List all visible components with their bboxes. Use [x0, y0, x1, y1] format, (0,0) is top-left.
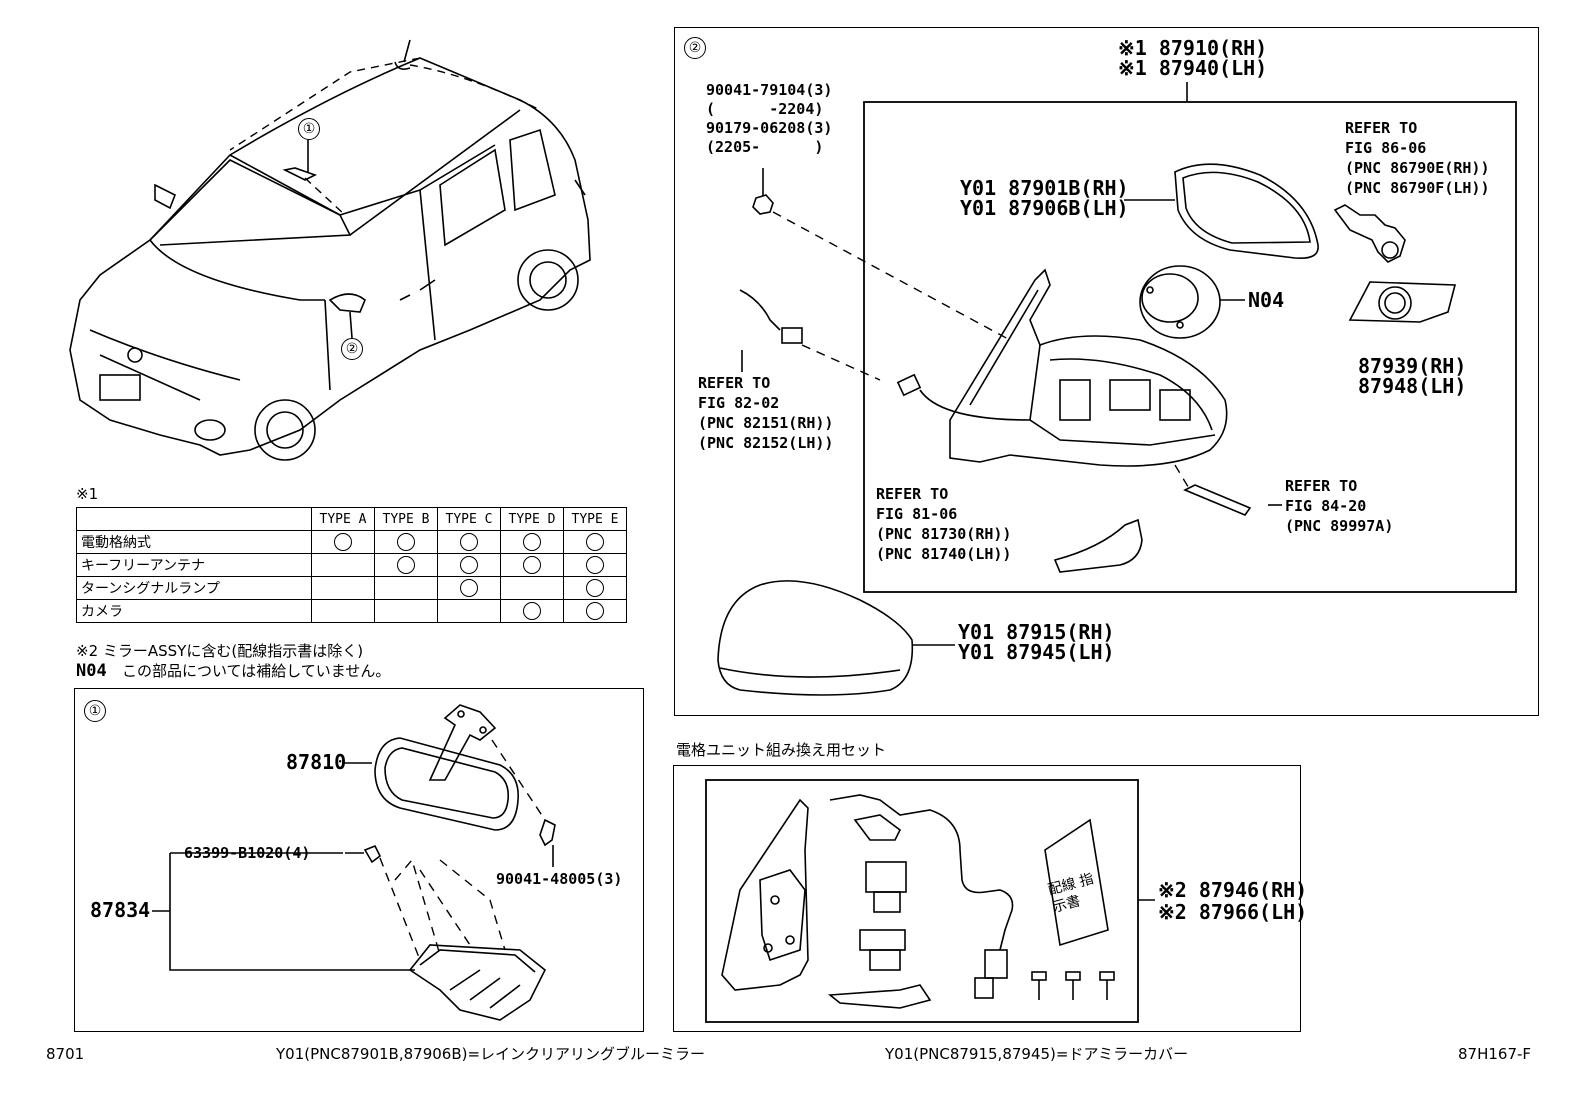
refer-81-line4: (PNC 81740(LH))	[876, 545, 1012, 563]
row-label: ターンシグナルランプ	[76, 576, 312, 600]
glass-lh-label: Y01 87906B(LH)	[960, 196, 1129, 220]
row-label: カメラ	[76, 599, 312, 623]
table-ref-label: ※1	[76, 485, 99, 503]
car-illustration	[69, 39, 591, 461]
header-type-d: TYPE D	[500, 507, 564, 531]
cover-87834-label: 87834	[90, 898, 151, 922]
set-panel-frame	[673, 765, 1301, 1032]
screw-label: 90041-48005(3)	[496, 870, 623, 888]
set-rh-label: ※2 87946(RH)	[1158, 878, 1308, 902]
availability-mark	[523, 556, 541, 574]
refer-82-line1: REFER TO	[698, 374, 771, 392]
n04-note: この部品については補給していません。	[122, 662, 391, 680]
availability-mark	[397, 556, 415, 574]
footer-note-b: Y01(PNC87915,87945)=ドアミラーカバー	[885, 1045, 1189, 1063]
header-type-c: TYPE C	[437, 507, 501, 531]
refer-84-line3: (PNC 89997A)	[1285, 517, 1394, 535]
assy-lh-label: ※1 87940(LH)	[1118, 56, 1268, 80]
panel-1-frame	[74, 688, 644, 1032]
mirror-glass-shape	[1174, 163, 1319, 260]
availability-mark	[460, 533, 478, 551]
availability-mark	[586, 602, 604, 620]
callout-2-car: ②	[341, 338, 363, 360]
refer-86-line1: REFER TO	[1345, 119, 1418, 137]
cover-lh-label: Y01 87945(LH)	[958, 640, 1115, 664]
part-87939-label: 87939(RH)	[1358, 354, 1467, 378]
n04-motor-label: N04	[1248, 288, 1285, 312]
availability-mark	[334, 533, 352, 551]
header-type-e: TYPE E	[563, 507, 627, 531]
assy-rh-label: ※1 87910(RH)	[1118, 36, 1268, 60]
refer-86-line4: (PNC 86790F(LH))	[1345, 179, 1490, 197]
refer-81-line1: REFER TO	[876, 485, 949, 503]
refer-86-line3: (PNC 86790E(RH))	[1345, 159, 1490, 177]
refer-82-line2: FIG 82-02	[698, 394, 780, 412]
bolt-1-range: ( -2204)	[706, 100, 824, 118]
panel-1-marker: ①	[84, 700, 106, 722]
mirror-87810-label: 87810	[286, 750, 347, 774]
n04-code: N04	[76, 661, 107, 681]
panel-2-marker: ②	[684, 37, 706, 59]
table-row: キーフリーアンテナ	[76, 553, 627, 577]
note-2: ※2 ミラーASSYに含む(配線指示書は除く)	[76, 642, 364, 660]
part-87948-label: 87948(LH)	[1358, 374, 1467, 398]
availability-mark	[460, 556, 478, 574]
refer-82-line3: (PNC 82151(RH))	[698, 414, 834, 432]
refer-81-line3: (PNC 81730(RH))	[876, 525, 1012, 543]
table-row: ターンシグナルランプ	[76, 576, 627, 600]
footer-figure-id: 87H167-F	[1458, 1045, 1532, 1063]
clip-label: 63399-B1020(4)	[184, 844, 311, 862]
availability-mark	[523, 533, 541, 551]
type-table: TYPE A TYPE B TYPE C TYPE D TYPE E 電動格納式…	[76, 507, 627, 623]
availability-mark	[586, 579, 604, 597]
availability-mark	[460, 579, 478, 597]
footer-note-a: Y01(PNC87901B,87906B)=レインクリアリングブルーミラー	[276, 1045, 706, 1063]
availability-mark	[586, 556, 604, 574]
panel-2-frame	[674, 27, 1539, 716]
refer-84-line2: FIG 84-20	[1285, 497, 1367, 515]
refer-84-line1: REFER TO	[1285, 477, 1358, 495]
glass-rh-label: Y01 87901B(RH)	[960, 176, 1129, 200]
callout-1-car: ①	[298, 118, 320, 140]
bolt-2-label: 90179-06208(3)	[706, 119, 833, 137]
table-row: 電動格納式	[76, 530, 627, 554]
row-label: キーフリーアンテナ	[76, 553, 312, 577]
table-row: カメラ	[76, 599, 627, 623]
row-label: 電動格納式	[76, 530, 312, 554]
set-panel-title: 電格ユニット組み換え用セット	[676, 741, 887, 759]
refer-82-line4: (PNC 82152(LH))	[698, 434, 834, 452]
header-type-a: TYPE A	[311, 507, 375, 531]
refer-86-line2: FIG 86-06	[1345, 139, 1427, 157]
availability-mark	[586, 533, 604, 551]
footer-page-code: 8701	[46, 1045, 85, 1063]
cover-rh-label: Y01 87915(RH)	[958, 620, 1115, 644]
availability-mark	[397, 533, 415, 551]
header-type-b: TYPE B	[374, 507, 438, 531]
table-header-row: TYPE A TYPE B TYPE C TYPE D TYPE E	[76, 507, 627, 531]
bolt-2-range: (2205- )	[706, 138, 824, 156]
availability-mark	[523, 602, 541, 620]
set-lh-label: ※2 87966(LH)	[1158, 900, 1308, 924]
bolt-1-label: 90041-79104(3)	[706, 81, 833, 99]
refer-81-line2: FIG 81-06	[876, 505, 958, 523]
